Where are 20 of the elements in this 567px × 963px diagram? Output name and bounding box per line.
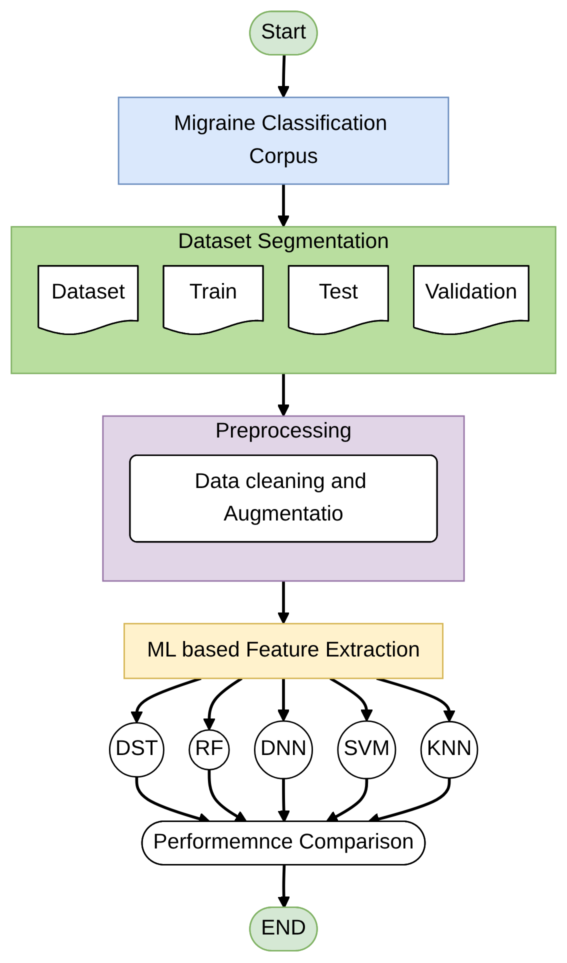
node-circle: SVM xyxy=(337,720,396,780)
arrow xyxy=(277,184,290,228)
node-circle: KNN xyxy=(420,720,478,779)
node-circle: DST xyxy=(108,722,164,778)
arrow xyxy=(330,677,373,722)
arrow xyxy=(326,778,368,823)
node-box: ML based Feature Extraction xyxy=(124,622,444,680)
arrow xyxy=(278,778,290,823)
arrow xyxy=(277,55,290,98)
arrow xyxy=(277,678,290,722)
arrow xyxy=(278,865,290,909)
node-box: Migraine Classification Corpus xyxy=(118,96,450,185)
arrow xyxy=(130,677,202,724)
arrow xyxy=(277,581,290,624)
node-circle: DNN xyxy=(254,720,313,780)
arrow xyxy=(208,770,248,823)
arrow xyxy=(277,373,290,417)
arrow xyxy=(376,677,456,722)
arrow xyxy=(202,677,243,730)
node-circle: RF xyxy=(188,729,230,770)
